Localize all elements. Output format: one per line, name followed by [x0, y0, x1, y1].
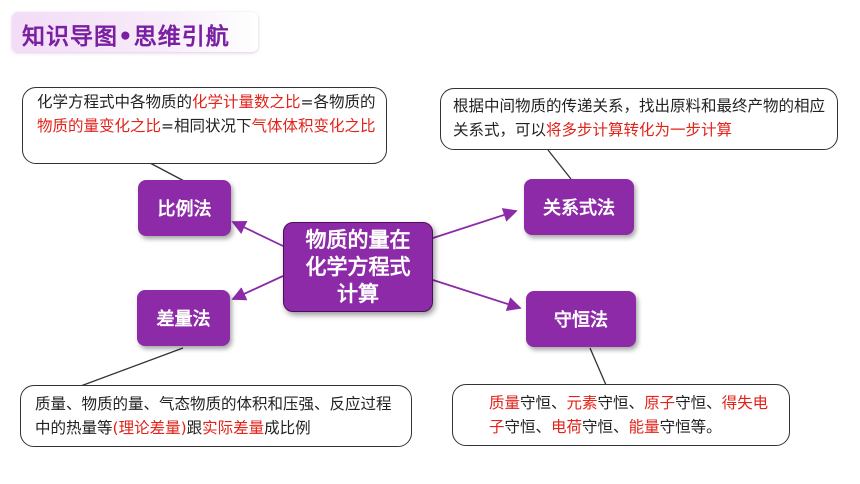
shouheng-segment: 守恒、 — [504, 418, 552, 436]
node-chaliang-label: 差量法 — [156, 309, 211, 330]
arrow-to-shouheng — [432, 279, 522, 311]
note-chaliang: 质量、物质的量、气态物质的体积和压强、反应过程中的热量等(理论差量)跟实际差量成… — [20, 385, 412, 447]
shouheng-segment: 守恒等。 — [659, 418, 722, 436]
chaliang-segment: 成比例 — [264, 419, 311, 437]
node-shouheng: 守恒法 — [526, 291, 636, 347]
note-bili: 化学方程式中各物质的化学计量数之比=各物质的物质的量变化之比=相同状况下气体体积… — [22, 87, 387, 164]
chaliang-segment: (理论差量) — [112, 419, 187, 437]
chaliang-segment: 质量、物质的量、气态物质的体积和压强、反应过程中的热量等 — [35, 395, 392, 437]
bili-segment: =相同状况下 — [161, 117, 252, 135]
note-guanxi: 根据中间物质的传递关系，找出原料和最终产物的相应关系式，可以将多步计算转化为一步… — [440, 88, 838, 150]
page-title: 知识导图•思维引航 — [22, 24, 230, 50]
shouheng-segment: 元素 — [566, 394, 598, 412]
shouheng-segment: 能量 — [628, 418, 660, 436]
arrow-to-chaliang — [231, 275, 284, 301]
bili-segment: 化学方程式中各物质的 — [37, 93, 193, 111]
node-bili-label: 比例法 — [157, 199, 212, 220]
center-line-2: 化学方程式 — [305, 254, 411, 279]
center-node: 物质的量在 化学方程式 计算 — [283, 222, 433, 312]
title-banner — [12, 12, 258, 52]
chaliang-segment: 实际差量 — [202, 419, 265, 437]
bili-segment: 气体体积变化之比 — [251, 117, 376, 135]
shouheng-segment: 电荷 — [551, 418, 583, 436]
shouheng-segment: 守恒、 — [675, 394, 722, 412]
note-shouheng: 质量守恒、元素守恒、原子守恒、得失电子守恒、电荷守恒、能量守恒等。 — [452, 384, 790, 446]
guanxi-segment: 将多步计算转化为一步计算 — [546, 121, 733, 139]
bili-segment: 物质的量变化之比 — [37, 117, 162, 135]
arrow-to-bili — [231, 220, 284, 247]
center-line-1: 物质的量在 — [305, 227, 411, 252]
node-bili: 比例法 — [138, 180, 231, 236]
arrow-to-guanxi — [432, 208, 518, 239]
bubble-tail-chaliang — [77, 347, 184, 388]
bubble-tail-shouheng — [589, 347, 607, 386]
note-bili-text: 化学方程式中各物质的化学计量数之比=各物质的物质的量变化之比=相同状况下气体体积… — [37, 93, 376, 135]
chaliang-segment: 跟 — [186, 419, 203, 437]
shouheng-segment: 守恒、 — [597, 394, 645, 412]
bili-segment: 化学计量数之比 — [192, 93, 301, 111]
shouheng-segment: 原子 — [644, 394, 676, 412]
note-chaliang-text: 质量、物质的量、气态物质的体积和压强、反应过程中的热量等(理论差量)跟实际差量成… — [35, 395, 392, 437]
bili-segment: =各物质的 — [300, 93, 376, 111]
shouheng-segment: 守恒、 — [520, 394, 567, 412]
node-shouheng-label: 守恒法 — [554, 310, 608, 331]
bubble-tail-bili — [149, 162, 187, 183]
node-guanxi-label: 关系式法 — [543, 198, 615, 219]
shouheng-segment: 得失电子 — [489, 394, 769, 436]
bubble-tail-guanxi — [547, 149, 572, 180]
note-shouheng-text: 质量守恒、元素守恒、原子守恒、得失电子守恒、电荷守恒、能量守恒等。 — [489, 394, 768, 436]
shouheng-segment: 质量 — [489, 394, 521, 412]
node-guanxi: 关系式法 — [524, 179, 634, 235]
shouheng-segment: 守恒、 — [582, 418, 629, 436]
note-guanxi-text: 根据中间物质的传递关系，找出原料和最终产物的相应关系式，可以将多步计算转化为一步… — [453, 97, 825, 139]
node-chaliang: 差量法 — [137, 290, 230, 346]
guanxi-segment: 根据中间物质的传递关系，找出原料和最终产物的相应关系式，可以 — [453, 97, 826, 139]
center-line-3: 计算 — [337, 281, 379, 306]
